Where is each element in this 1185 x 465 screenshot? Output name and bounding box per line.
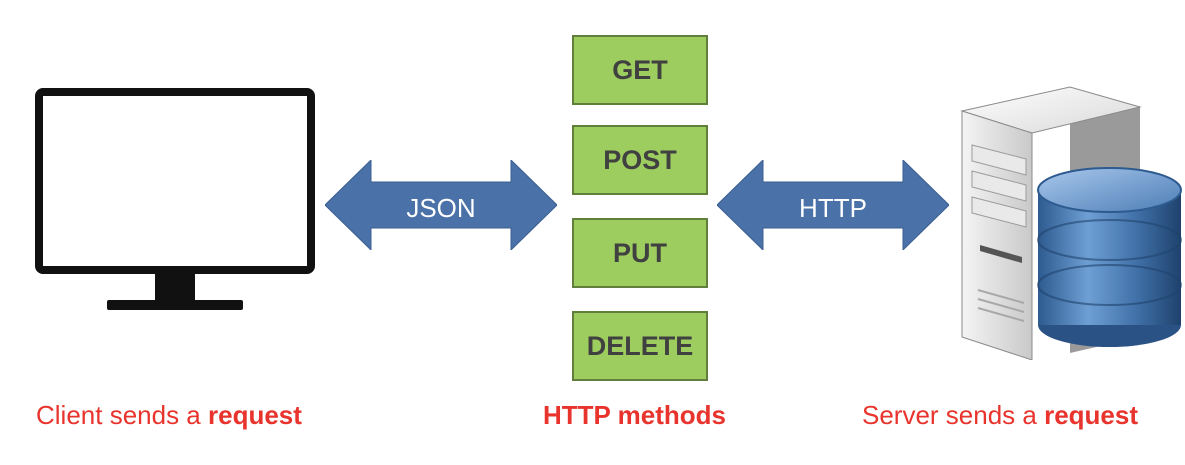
http-methods-caption-bold: HTTP methods (543, 400, 726, 430)
method-post: POST (572, 125, 708, 195)
server-caption-bold: request (1044, 400, 1139, 430)
server-database-icon (960, 86, 1182, 360)
server-caption-text: Server sends a (862, 400, 1045, 430)
http-double-arrow-icon (717, 160, 949, 250)
json-double-arrow-icon (325, 160, 557, 250)
client-caption-bold: request (207, 400, 302, 430)
client-caption: Client sends a request (36, 400, 302, 431)
json-arrow-label: JSON (406, 193, 476, 223)
method-put: PUT (572, 218, 708, 288)
method-delete: DELETE (572, 311, 708, 381)
client-monitor-icon (35, 88, 315, 310)
client-caption-text: Client sends a (36, 400, 208, 430)
server-caption: Server sends a request (862, 400, 1138, 431)
http-methods-caption: HTTP methods (543, 400, 726, 431)
http-arrow-label: HTTP (799, 193, 867, 223)
method-get: GET (572, 35, 708, 105)
